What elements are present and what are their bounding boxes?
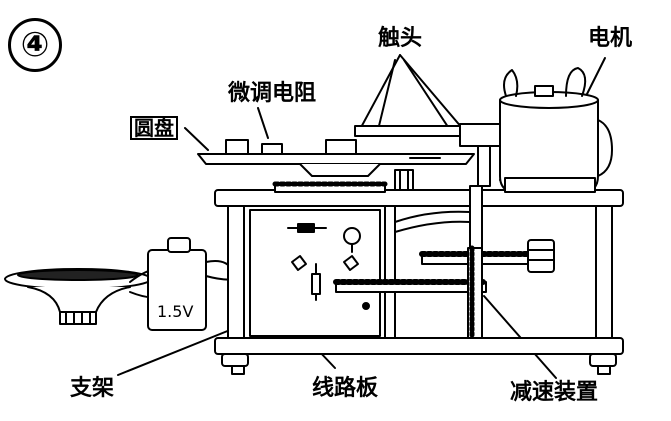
fine-resistor-leader [257, 107, 269, 139]
label-reducer: 减速装置 [510, 380, 599, 405]
label-bracket: 支架 [70, 376, 115, 401]
disc [197, 139, 475, 177]
circuit-board [249, 209, 381, 337]
label-contact: 触头 [378, 26, 423, 51]
speaker [4, 267, 161, 325]
top-gear-row [272, 169, 414, 193]
label-disc: 圆盘 [130, 116, 178, 140]
bracket-leader [117, 327, 236, 376]
label-motor: 电机 [588, 26, 633, 51]
battery-voltage: 1.5V [157, 302, 194, 321]
motor [499, 67, 613, 193]
bracket-frame [214, 189, 624, 375]
battery [147, 237, 241, 331]
disc-leader [184, 127, 209, 151]
reducer-gears [333, 239, 555, 341]
step-badge: ④ [8, 18, 62, 72]
label-circuit-board: 线路板 [312, 376, 379, 401]
label-fine-resistor: 微调电阻 [228, 81, 317, 106]
contact-arm [354, 123, 506, 187]
contact-leader-right [399, 54, 469, 136]
